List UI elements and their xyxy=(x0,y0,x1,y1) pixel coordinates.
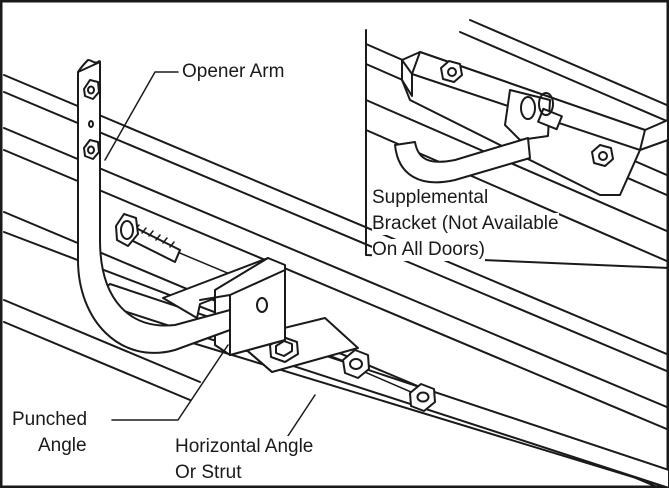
leader-lines xyxy=(104,71,316,449)
threaded-bolt xyxy=(115,213,281,296)
label-opener-arm: Opener Arm xyxy=(182,61,285,83)
punched-angle xyxy=(162,257,286,356)
label-supplemental-line-2: Bracket (Not Available xyxy=(372,213,559,235)
loose-nuts xyxy=(342,349,436,412)
inset-opener-arm xyxy=(394,137,531,184)
label-supplemental-line-3: On All Doors) xyxy=(372,239,485,261)
label-horizontal-line-1: Horizontal Angle xyxy=(175,436,314,458)
label-punched-line-2: Angle xyxy=(38,435,87,457)
label-punched-line-1: Punched xyxy=(12,409,88,431)
leader-opener-arm xyxy=(104,71,179,161)
opener-arm-part xyxy=(77,59,231,354)
leader-punched-angle xyxy=(111,344,229,421)
label-supplemental-line-1: Supplemental xyxy=(372,187,489,209)
label-horizontal-line-2: Or Strut xyxy=(175,462,242,484)
inset-supplemental-bracket xyxy=(401,51,669,196)
inset-border xyxy=(365,29,669,269)
